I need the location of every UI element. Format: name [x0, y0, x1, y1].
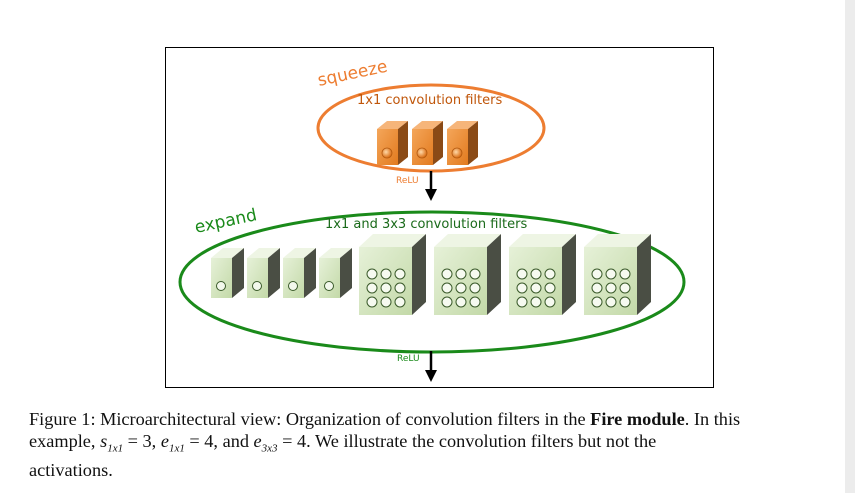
fire-module-diagram: squeeze 1x1 convolution filters ReLU exp… — [178, 57, 686, 382]
expand-1x1-filter — [247, 248, 280, 298]
fire-module-figure: squeeze 1x1 convolution filters ReLU exp… — [165, 47, 714, 388]
caption-prefix: Figure 1: Microarchitectural view: Organ… — [29, 409, 591, 429]
squeeze-relu-label: ReLU — [396, 176, 419, 186]
expand-3x3-filter — [434, 234, 501, 315]
math-symbol: e — [160, 430, 169, 451]
squeeze-filter — [447, 121, 478, 165]
squeeze-filter — [412, 121, 443, 165]
math-subscript: 3x3 — [261, 442, 278, 455]
math-subscript: 1x1 — [107, 442, 124, 455]
caption-line-2: example, s1x1 = 3, e1x1 = 4, and e3x3 = … — [29, 431, 853, 460]
math-symbol: s — [100, 430, 108, 451]
squeeze-label: squeeze — [316, 57, 389, 91]
caption-text: = 3, — [123, 430, 161, 451]
expand-subtitle: 1x1 and 3x3 convolution filters — [325, 217, 527, 232]
math-e3x3: e3x3 — [253, 430, 278, 455]
expand-3x3-filter — [509, 234, 576, 315]
math-e1x1: e1x1 — [160, 430, 185, 455]
squeeze-filter — [377, 121, 408, 165]
caption-line-1: Figure 1: Microarchitectural view: Organ… — [29, 409, 853, 431]
expand-1x1-filter — [319, 248, 352, 298]
expand-relu-label: ReLU — [397, 354, 420, 364]
math-symbol: e — [253, 430, 262, 451]
expand-1x1-filter — [211, 248, 244, 298]
caption-bold-term: Fire module — [590, 409, 685, 429]
expand-3x3-filter — [359, 234, 426, 315]
squeeze-arrow-head — [425, 189, 437, 201]
expand-arrow-head — [425, 370, 437, 382]
page-edge-shadow — [845, 0, 855, 493]
math-s1x1: s1x1 — [100, 430, 124, 455]
caption-text: = 4. We illustrate the convolution filte… — [277, 430, 657, 451]
expand-1x1-filter — [283, 248, 316, 298]
squeeze-subtitle: 1x1 convolution filters — [357, 93, 502, 108]
expand-3x3-filter — [584, 234, 651, 315]
caption-line-3: activations. — [29, 459, 113, 480]
caption-line1-suffix: . In this — [684, 409, 741, 429]
math-subscript: 1x1 — [168, 442, 185, 455]
caption-text: example, — [29, 430, 101, 451]
figure-caption: Figure 1: Microarchitectural view: Organ… — [29, 409, 853, 481]
caption-text: = 4, and — [184, 430, 254, 451]
